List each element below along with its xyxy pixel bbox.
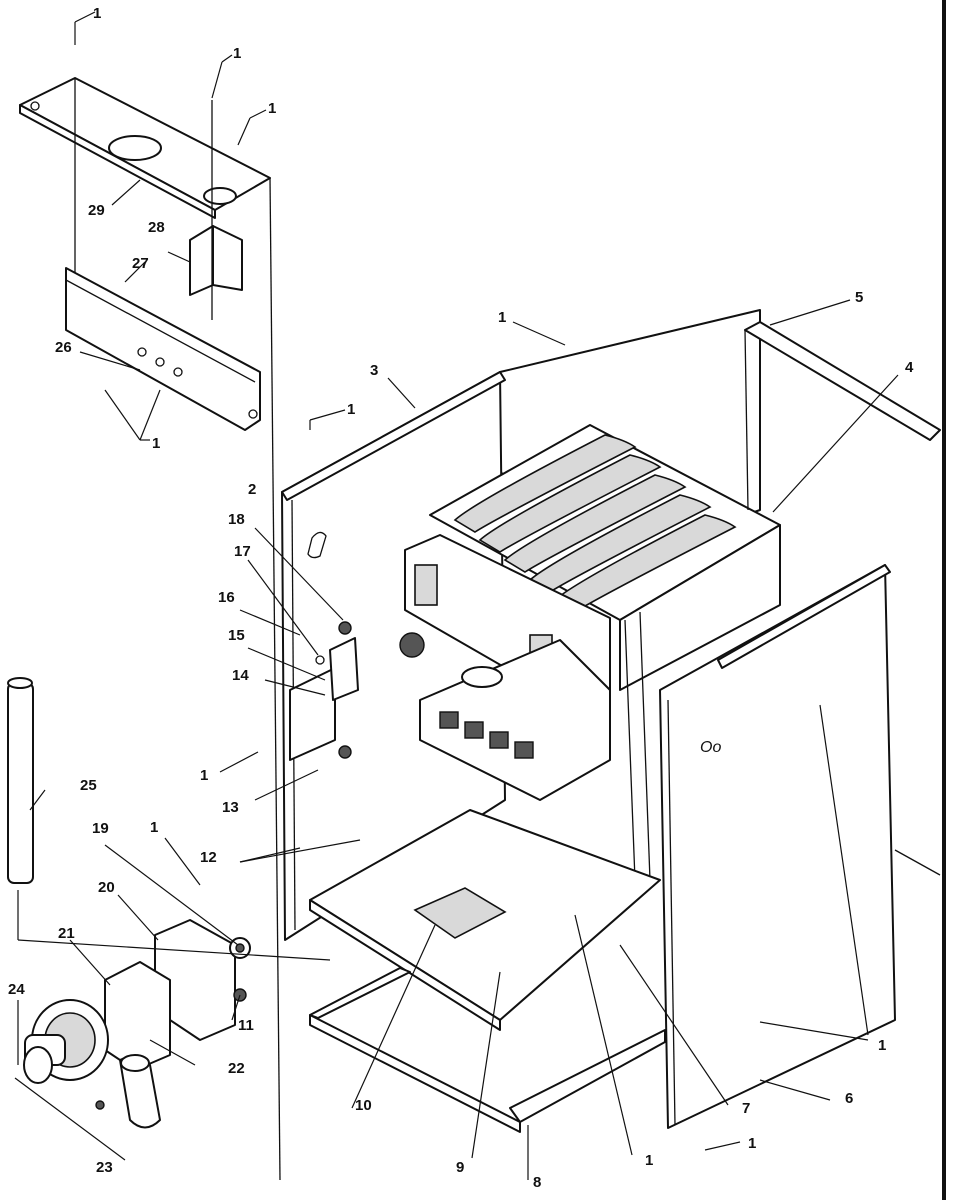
callout-14: 14 xyxy=(232,667,249,684)
callout-3: 3 xyxy=(370,362,378,379)
top-panel-assembly xyxy=(19,77,281,1181)
callout-1-panel-screws: 1 xyxy=(152,435,160,452)
callout-25: 25 xyxy=(80,777,97,794)
callout-1-top: 1 xyxy=(93,5,101,22)
callout-12: 12 xyxy=(200,849,217,866)
callout-19: 19 xyxy=(92,820,109,837)
callout-27: 27 xyxy=(132,255,149,272)
control-components xyxy=(289,531,359,761)
callout-1-upper-mid: 1 xyxy=(233,45,241,62)
callout-13: 13 xyxy=(222,799,239,816)
callout-5: 5 xyxy=(855,289,863,306)
callout-4: 4 xyxy=(905,359,914,376)
callout-1-upper-right: 1 xyxy=(268,100,276,117)
callout-11: 11 xyxy=(238,1017,254,1034)
callout-1-side: 1 xyxy=(200,767,208,784)
callout-2: 2 xyxy=(248,481,256,498)
callout-1-lower-left: 1 xyxy=(150,819,158,836)
callout-28: 28 xyxy=(148,219,165,236)
callout-1-right-door: 1 xyxy=(878,1037,886,1054)
callout-1-bottom-right: 1 xyxy=(748,1135,756,1152)
callout-1-bottom-center: 1 xyxy=(645,1152,653,1169)
callout-20: 20 xyxy=(98,879,115,896)
callout-29: 29 xyxy=(88,202,105,219)
panel-marking: Oo xyxy=(700,739,721,756)
callout-16: 16 xyxy=(218,589,235,606)
callout-18: 18 xyxy=(228,511,245,528)
callout-15: 15 xyxy=(228,627,245,644)
cabinet-body: Oo xyxy=(281,309,941,1133)
callout-21: 21 xyxy=(58,925,75,942)
callout-labels: 1 1 1 1 1 1 1 1 1 1 1 2 3 4 5 6 7 8 9 10… xyxy=(8,5,914,1191)
callout-9: 9 xyxy=(456,1159,464,1176)
callout-10: 10 xyxy=(355,1097,372,1114)
callout-1-top-rim: 1 xyxy=(498,309,506,326)
callout-22: 22 xyxy=(228,1060,245,1077)
vent-pipe xyxy=(7,677,34,884)
leader-lines xyxy=(17,11,899,1180)
callout-24: 24 xyxy=(8,981,25,998)
callout-26: 26 xyxy=(55,339,72,356)
callout-7: 7 xyxy=(742,1100,750,1117)
callout-23: 23 xyxy=(96,1159,113,1176)
callout-6: 6 xyxy=(845,1090,853,1107)
callout-17: 17 xyxy=(234,543,251,560)
callout-8: 8 xyxy=(533,1174,541,1191)
callout-1-left-rim: 1 xyxy=(347,401,355,418)
